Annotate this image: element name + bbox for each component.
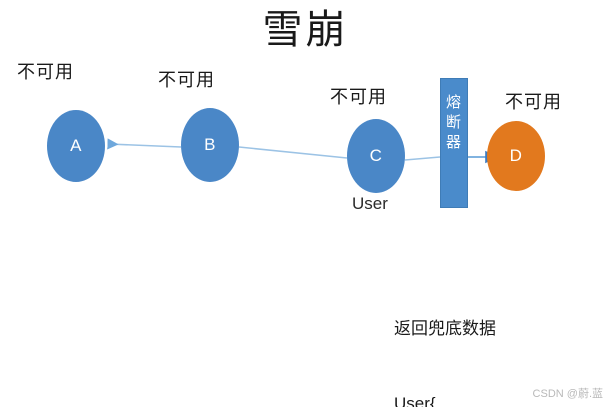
caption-node-a: 不可用	[17, 62, 74, 82]
breaker-char-3: 器	[445, 134, 462, 151]
fallback-line-1: User{	[394, 394, 436, 407]
breaker-char-1: 熔	[445, 94, 462, 111]
link-b-to-a	[107, 138, 182, 150]
link-c-to-b	[238, 146, 348, 159]
page-title: 雪崩	[262, 7, 349, 52]
circuit-breaker-box[interactable]: 熔 断 器	[440, 78, 468, 208]
caption-node-c: 不可用	[330, 87, 387, 107]
node-c[interactable]: C	[347, 119, 405, 193]
link-c-to-breaker	[404, 156, 441, 161]
breaker-char-2: 断	[445, 114, 462, 131]
node-a[interactable]: A	[47, 110, 105, 182]
fallback-heading: 返回兜底数据	[394, 319, 496, 338]
caption-node-b: 不可用	[158, 70, 215, 90]
node-d[interactable]: D	[487, 121, 545, 191]
node-c-sublabel: User	[352, 194, 388, 213]
watermark: CSDN @蔚.蓝	[532, 388, 603, 400]
node-b[interactable]: B	[181, 108, 239, 182]
fallback-note: 返回兜底数据 User{ id:0 name:无此用户 }	[394, 266, 523, 407]
caption-node-d: 不可用	[505, 92, 562, 112]
